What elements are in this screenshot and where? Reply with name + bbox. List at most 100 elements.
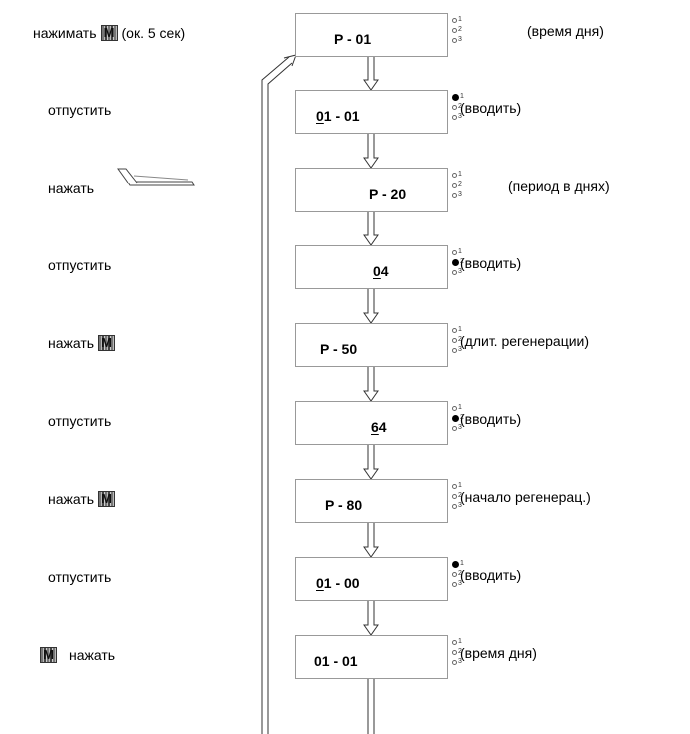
step-action: нажать bbox=[48, 178, 94, 198]
led-indicator: 2 bbox=[452, 257, 466, 267]
display-code: P - 50 bbox=[320, 341, 357, 357]
display-code-cursor-digit: 6 bbox=[371, 419, 379, 435]
step-action: отпустить bbox=[48, 255, 111, 275]
status-leds: 1 2 3 bbox=[452, 247, 474, 279]
step-row: нажать P - 50 12 3(длит. регенерации) bbox=[0, 323, 690, 383]
step-action-label: нажать bbox=[48, 180, 95, 196]
step-action: нажимать (ок. 5 сек) bbox=[33, 23, 185, 43]
led-dot-icon bbox=[452, 93, 459, 101]
led-dot-icon bbox=[452, 639, 457, 645]
display-code-cursor-digit: 0 bbox=[373, 263, 381, 279]
led-indicator: 2 bbox=[452, 102, 466, 112]
led-dot-icon bbox=[452, 17, 457, 23]
display-box: P - 50 bbox=[295, 323, 448, 367]
led-indicator: 1 bbox=[452, 403, 466, 413]
led-indicator: 2 bbox=[452, 25, 466, 35]
led-dot-icon bbox=[452, 27, 457, 33]
led-indicator: 1 bbox=[452, 559, 466, 569]
display-code: 01 - 00 bbox=[316, 575, 360, 591]
led-indicator: 1 bbox=[452, 325, 466, 335]
led-dot-icon bbox=[452, 347, 457, 353]
led-number: 1 bbox=[458, 638, 462, 645]
display-code-text: P - 50 bbox=[320, 341, 358, 357]
led-number: 3 bbox=[458, 658, 462, 665]
step-action-label: нажимать bbox=[33, 25, 97, 41]
display-code: P - 20 bbox=[369, 186, 406, 202]
led-dot-icon bbox=[452, 37, 457, 43]
down-arrow-icon bbox=[367, 679, 375, 734]
m-key-icon bbox=[98, 491, 116, 507]
led-dot-icon bbox=[452, 405, 457, 411]
led-indicator: 3 bbox=[452, 345, 466, 355]
step-note: (вводить) bbox=[460, 255, 522, 271]
display-code-cursor-digit: 0 bbox=[316, 108, 324, 124]
display-code-text: P - 80 bbox=[325, 497, 363, 513]
step-note: (время дня) bbox=[460, 645, 537, 661]
step-note: (начало регенерац.) bbox=[460, 489, 591, 505]
led-number: 2 bbox=[458, 648, 462, 655]
step-action: нажать bbox=[48, 489, 116, 509]
step-action: нажать bbox=[48, 333, 116, 353]
led-indicator: 3 bbox=[452, 190, 466, 200]
step-action: отпустить bbox=[48, 411, 111, 431]
led-number: 3 bbox=[458, 268, 462, 275]
led-dot-icon bbox=[452, 258, 459, 266]
m-key-icon bbox=[98, 335, 116, 351]
led-dot-icon bbox=[452, 192, 457, 198]
led-number: 2 bbox=[458, 103, 462, 110]
display-box: 01 - 01 bbox=[295, 635, 448, 679]
led-number: 1 bbox=[458, 404, 462, 411]
led-dot-icon bbox=[452, 269, 457, 275]
step-action-label: отпустить bbox=[48, 102, 112, 118]
led-number: 1 bbox=[458, 16, 462, 23]
led-indicator: 3 bbox=[452, 501, 466, 511]
led-number: 2 bbox=[458, 336, 462, 343]
led-number: 3 bbox=[458, 346, 462, 353]
display-code: P - 01 bbox=[334, 31, 371, 47]
step-action: нажать bbox=[40, 645, 115, 665]
step-action-label: отпустить bbox=[48, 257, 112, 273]
led-number: 3 bbox=[458, 502, 462, 509]
led-indicator: 3 bbox=[452, 35, 466, 45]
step-action-label: нажать bbox=[48, 491, 95, 507]
step-note: (вводить) bbox=[460, 100, 522, 116]
step-action-label: отпустить bbox=[48, 569, 112, 585]
return-loop-line bbox=[261, 56, 290, 734]
step-action-suffix: (ок. 5 сек) bbox=[121, 25, 186, 41]
led-dot-icon bbox=[452, 560, 459, 568]
return-loop-line-inner bbox=[267, 62, 293, 734]
led-number: 2 bbox=[458, 570, 462, 577]
display-code-rest: 4 bbox=[378, 419, 387, 435]
led-number: 1 bbox=[458, 248, 462, 255]
led-number: 2 bbox=[460, 258, 464, 265]
led-indicator: 2 bbox=[452, 180, 466, 190]
display-code-rest: 1 - 01 bbox=[323, 108, 360, 124]
display-code-text: 01 - 01 bbox=[314, 653, 358, 669]
led-indicator: 3 bbox=[452, 112, 466, 122]
display-code: 01 - 01 bbox=[316, 108, 360, 124]
step-note: (период в днях) bbox=[508, 178, 610, 194]
led-number: 2 bbox=[460, 414, 464, 421]
led-dot-icon bbox=[452, 104, 457, 110]
step-action: отпустить bbox=[48, 567, 111, 587]
led-number: 1 bbox=[458, 482, 462, 489]
led-dot-icon bbox=[452, 414, 459, 422]
led-dot-icon bbox=[452, 337, 457, 343]
step-note: (длит. регенерации) bbox=[460, 333, 590, 349]
step-row: отпустить 04 1 2 3(вводить) bbox=[0, 245, 690, 305]
display-code: P - 80 bbox=[325, 497, 362, 513]
step-action: отпустить bbox=[48, 100, 111, 120]
step-action-label: нажать bbox=[48, 335, 95, 351]
step-row: нажать 01 - 01 1 2 3(время дня) bbox=[0, 635, 690, 695]
led-dot-icon bbox=[452, 581, 457, 587]
display-box: P - 01 bbox=[295, 13, 448, 57]
display-code-rest: 4 bbox=[380, 263, 389, 279]
led-indicator: 2 bbox=[452, 335, 466, 345]
